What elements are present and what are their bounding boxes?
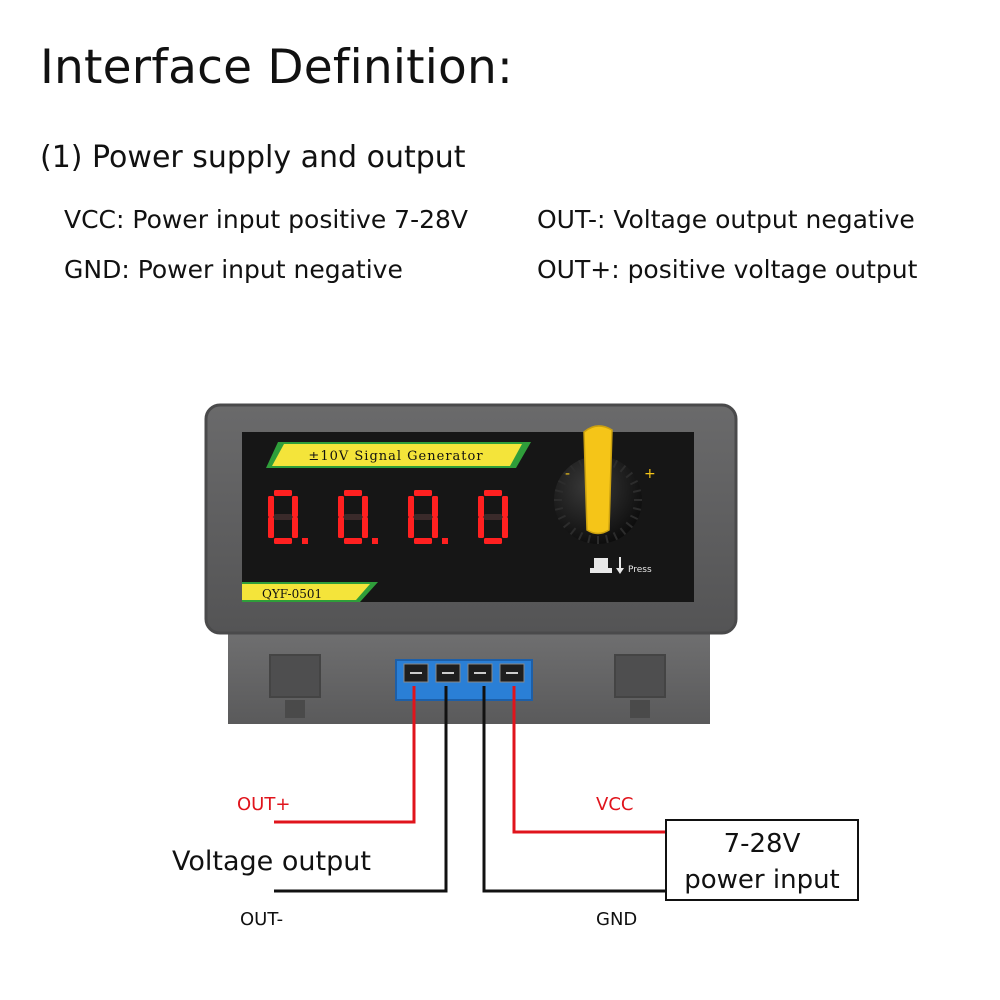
knob-ridge xyxy=(554,507,564,511)
led-segment xyxy=(432,517,438,538)
knob-ridge xyxy=(632,489,642,493)
led-segment xyxy=(274,490,292,496)
led-segment xyxy=(478,517,484,538)
knob-ridge xyxy=(612,532,618,541)
knob-ridge xyxy=(619,464,627,473)
knob-ridge xyxy=(554,489,564,493)
led-segment xyxy=(408,517,414,538)
label-gnd: GND xyxy=(596,909,637,930)
def-gnd: GND: Power input negative xyxy=(64,255,403,284)
power-input-box xyxy=(665,819,859,901)
led-segment xyxy=(414,490,432,496)
label-vcc: VCC xyxy=(596,794,633,815)
label-voltage-output: Voltage output xyxy=(172,846,371,877)
led-segment xyxy=(408,496,414,517)
press-label: Press xyxy=(628,565,652,575)
led-segment xyxy=(344,538,362,544)
led-display xyxy=(268,490,508,544)
knob-ridge xyxy=(630,480,639,486)
led-segment xyxy=(414,538,432,544)
wire-vcc xyxy=(512,686,666,834)
knob-ridge xyxy=(569,527,577,536)
rotary-knob[interactable] xyxy=(554,425,642,544)
model-strip xyxy=(242,584,370,600)
label-out-plus: OUT+ xyxy=(237,794,290,815)
power-box-voltage: 7-28V xyxy=(724,829,801,859)
banner-label: ±10V Signal Generator xyxy=(308,449,483,464)
knob-ridge xyxy=(578,532,584,541)
led-decimal-point xyxy=(372,538,378,544)
led-segment xyxy=(362,517,368,538)
led-segment xyxy=(362,496,368,517)
knob-ridge xyxy=(562,521,571,529)
led-segment xyxy=(502,496,508,517)
wire-out-plus xyxy=(274,686,416,824)
led-segment xyxy=(502,517,508,538)
page-title: Interface Definition: xyxy=(40,40,513,95)
knob-ridge xyxy=(578,459,584,468)
banner-strip xyxy=(272,444,522,466)
led-segment xyxy=(338,517,344,538)
wire-gnd xyxy=(482,686,666,893)
led-segment xyxy=(414,514,432,520)
led-segment xyxy=(344,514,362,520)
def-vcc: VCC: Power input positive 7-28V xyxy=(64,205,469,234)
section-heading: (1) Power supply and output xyxy=(40,140,466,175)
led-segment xyxy=(484,490,502,496)
knob-ridge xyxy=(557,480,566,486)
led-segment xyxy=(484,538,502,544)
knob-ridge xyxy=(619,527,627,536)
led-segment xyxy=(344,490,362,496)
model-label: QYF-0501 xyxy=(262,587,322,601)
knob-ridge xyxy=(630,514,639,520)
led-segment xyxy=(292,496,298,517)
led-segment xyxy=(338,496,344,517)
press-icon xyxy=(590,557,624,574)
led-segment xyxy=(432,496,438,517)
led-segment xyxy=(268,517,274,538)
knob-ridge xyxy=(612,459,618,468)
led-decimal-point xyxy=(442,538,448,544)
led-segment xyxy=(478,496,484,517)
knob-plus-label: + xyxy=(644,466,656,482)
knob-ridge xyxy=(587,534,591,544)
knob-minus-label: - xyxy=(565,466,570,482)
def-out-plus: OUT+: positive voltage output xyxy=(537,255,918,284)
knob-ridge xyxy=(632,507,642,511)
knob-ridge xyxy=(605,534,609,544)
led-segment xyxy=(274,514,292,520)
led-decimal-point xyxy=(302,538,308,544)
terminal-block xyxy=(395,659,533,701)
knob-ridge xyxy=(569,464,577,473)
knob-ridge xyxy=(625,471,634,479)
led-segment xyxy=(274,538,292,544)
led-segment xyxy=(268,496,274,517)
def-out-minus: OUT-: Voltage output negative xyxy=(537,205,915,234)
led-segment xyxy=(484,514,502,520)
knob-ridge xyxy=(625,521,634,529)
knob-ridge xyxy=(557,514,566,520)
led-segment xyxy=(292,517,298,538)
power-box-label: power input xyxy=(684,865,840,895)
knob-ridge xyxy=(562,471,571,479)
wire-out-minus xyxy=(274,686,448,893)
label-out-minus: OUT- xyxy=(240,909,283,930)
knob-pointer-icon xyxy=(583,425,613,535)
